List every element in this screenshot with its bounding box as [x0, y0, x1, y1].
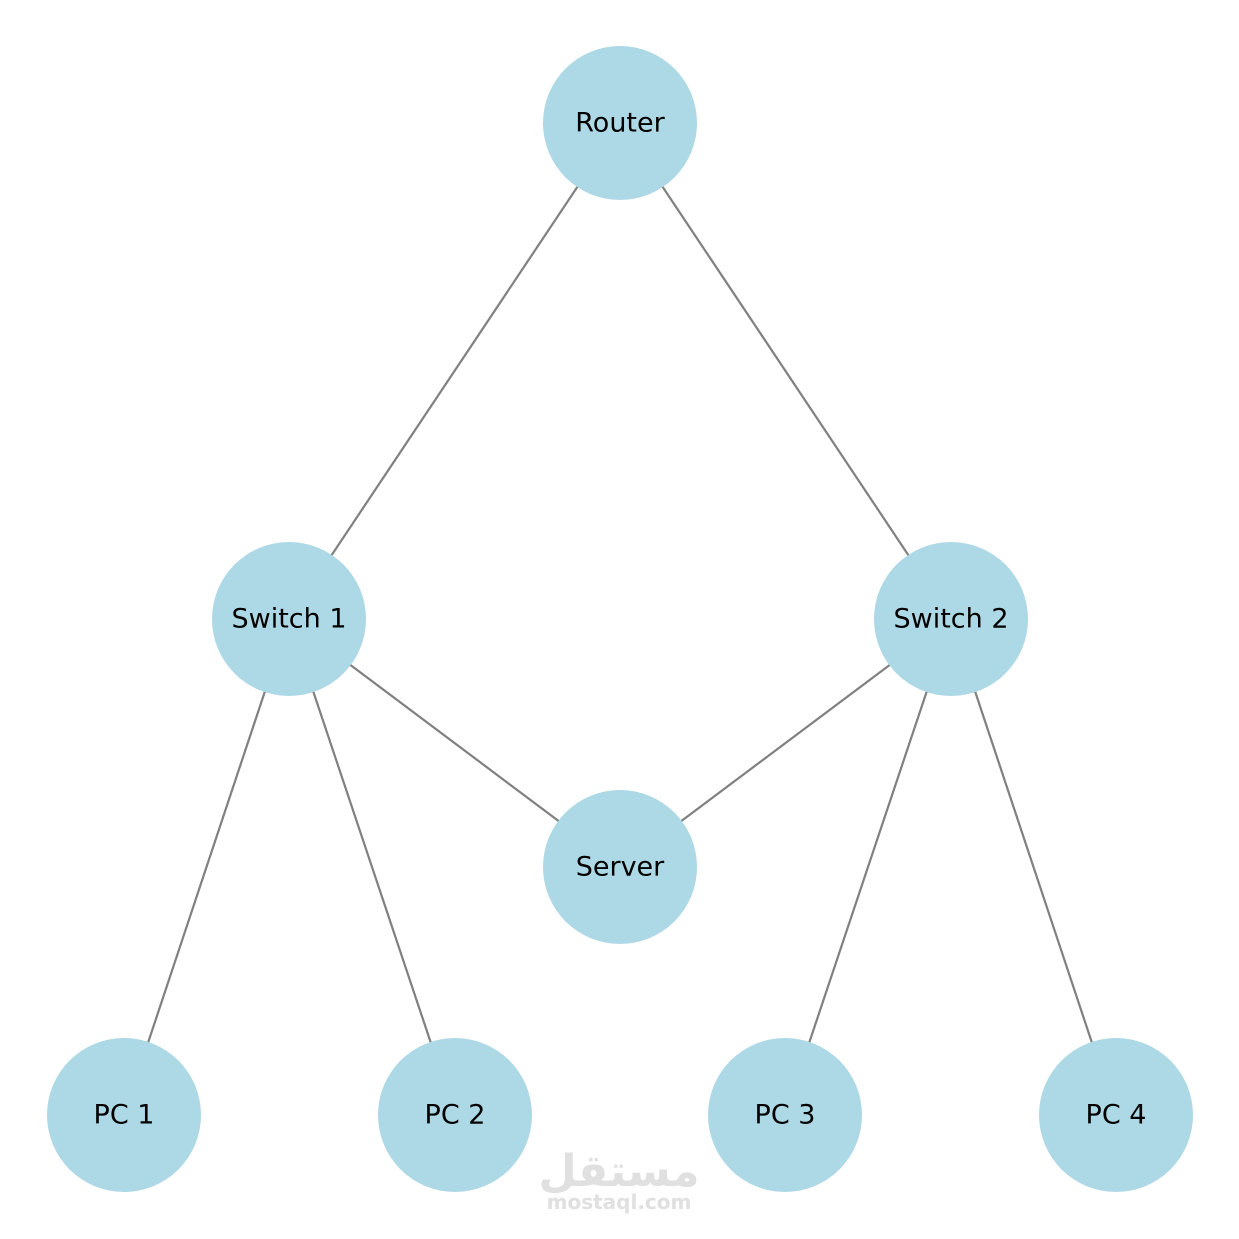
node-label-switch2: Switch 2: [893, 604, 1008, 635]
node-label-pc1: PC 1: [94, 1100, 155, 1131]
watermark: مستقل mostaql.com: [539, 1146, 700, 1214]
node-label-pc2: PC 2: [425, 1100, 486, 1131]
node-label-server: Server: [576, 852, 665, 883]
edge-switch2-pc3: [783, 618, 953, 1116]
node-circle-pc2: [378, 1038, 532, 1192]
node-server: Server: [543, 790, 697, 944]
node-switch1: Switch 1: [212, 542, 366, 696]
node-circle-pc1: [47, 1038, 201, 1192]
node-pc1: PC 1: [47, 1038, 201, 1192]
edge-switch1-pc2: [287, 618, 457, 1116]
node-label-router: Router: [575, 108, 665, 139]
edge-router-switch2: [619, 122, 952, 620]
node-pc2: PC 2: [378, 1038, 532, 1192]
node-label-switch1: Switch 1: [231, 604, 346, 635]
node-pc3: PC 3: [708, 1038, 862, 1192]
node-circle-router: [543, 46, 697, 200]
node-circle-pc3: [708, 1038, 862, 1192]
edge-router-switch1: [288, 122, 621, 620]
node-pc4: PC 4: [1039, 1038, 1193, 1192]
edge-switch1-pc1: [122, 618, 291, 1116]
node-switch2: Switch 2: [874, 542, 1028, 696]
node-circle-switch1: [212, 542, 366, 696]
watermark-arabic-text: مستقل: [539, 1146, 700, 1197]
node-label-pc3: PC 3: [755, 1100, 816, 1131]
node-circle-pc4: [1039, 1038, 1193, 1192]
node-circle-server: [543, 790, 697, 944]
node-circle-switch2: [874, 542, 1028, 696]
node-router: Router: [543, 46, 697, 200]
edge-switch2-pc4: [949, 618, 1118, 1116]
watermark-url-text: mostaql.com: [547, 1190, 692, 1214]
node-label-pc4: PC 4: [1086, 1100, 1147, 1131]
